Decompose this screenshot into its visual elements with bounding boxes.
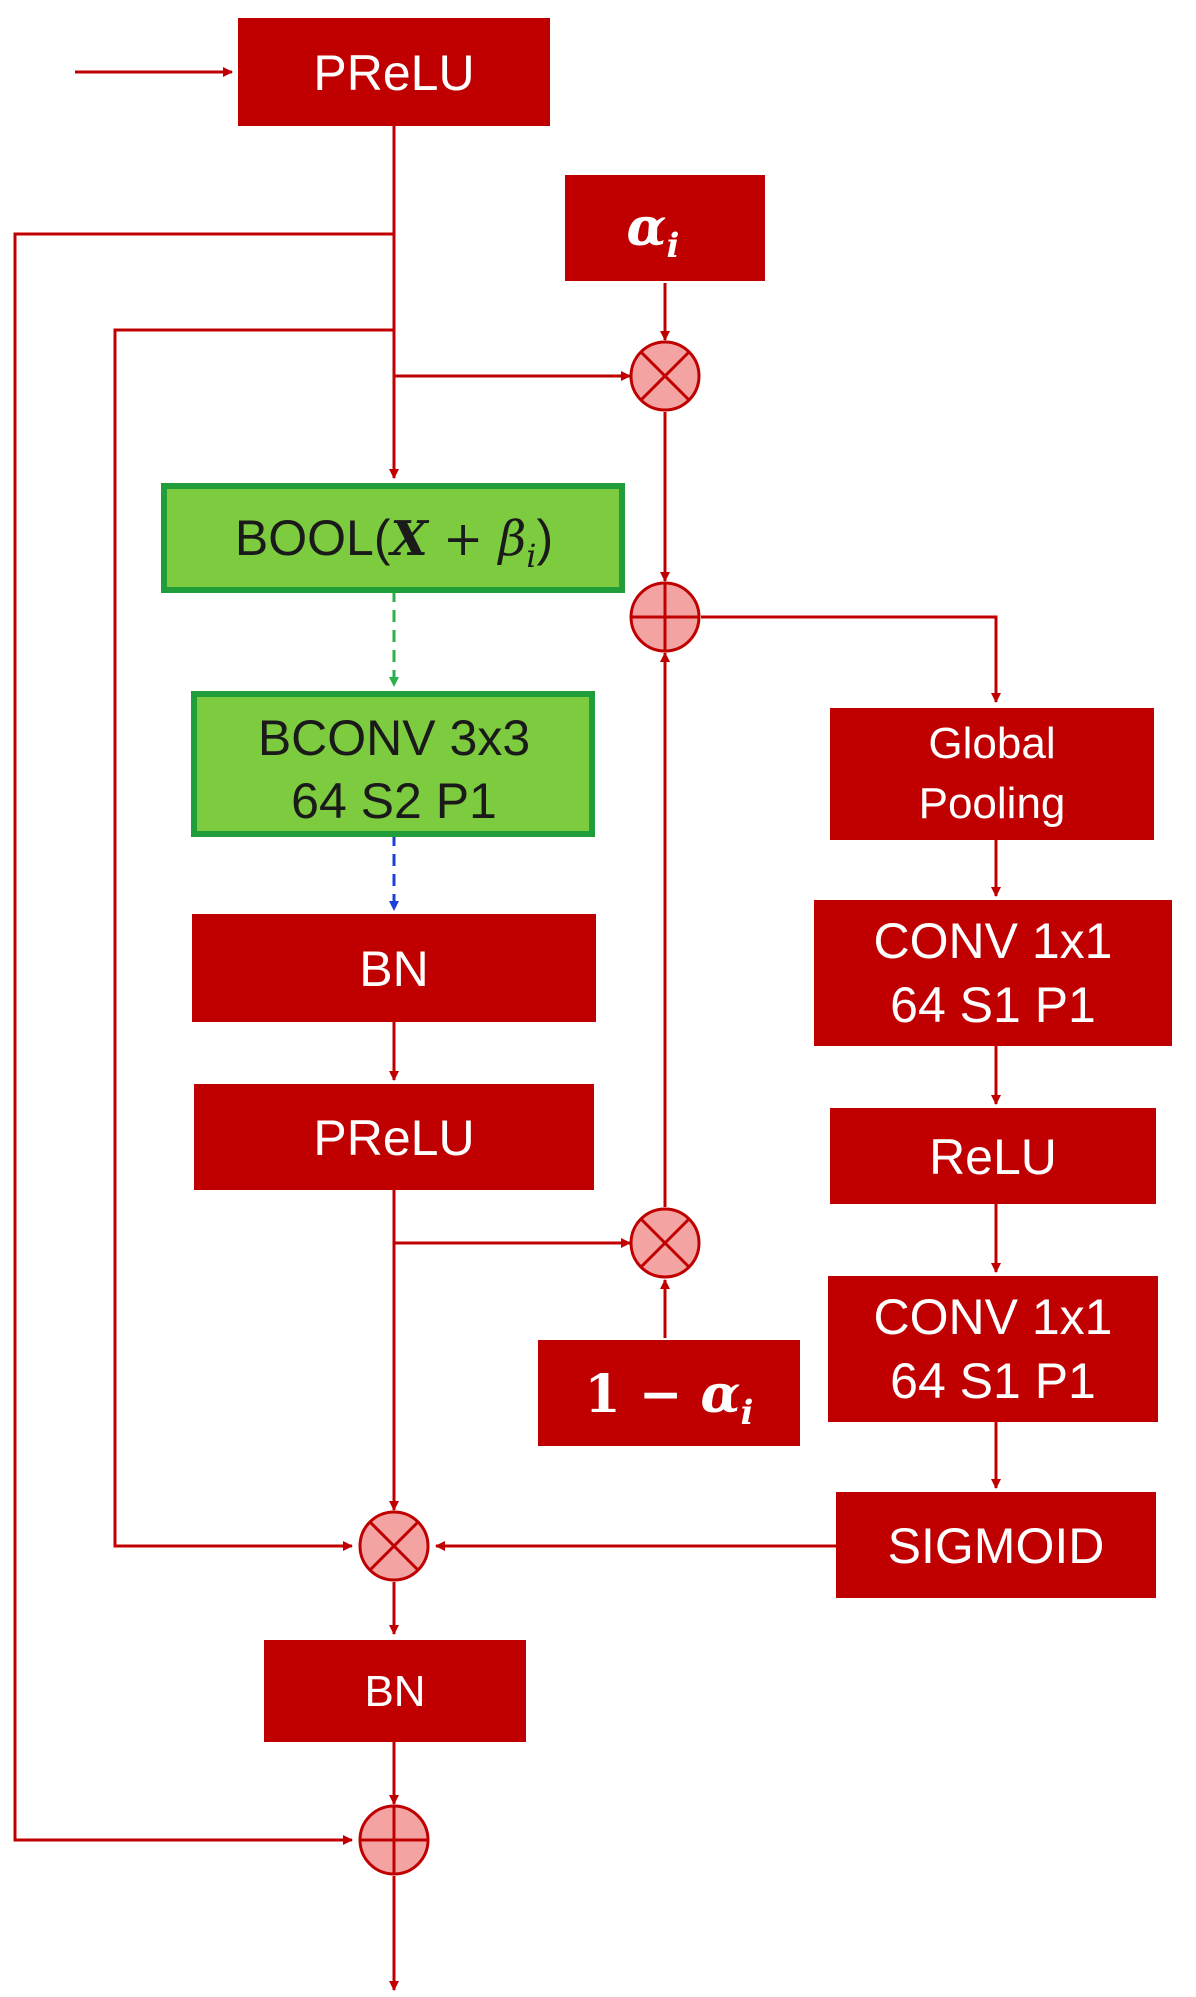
connection-lines [13, 67, 1001, 1991]
circle-plus-icon [358, 1804, 430, 1876]
circle-times-icon [629, 1207, 701, 1279]
bool-prefix: BOOL( [235, 510, 391, 566]
relu-label: ReLU [929, 1129, 1057, 1185]
conv1-line1: CONV 1x1 [874, 913, 1113, 969]
conv1-block: CONV 1x1 64 S1 P1 [814, 900, 1172, 1046]
prelu-mid-block: PReLU [194, 1084, 594, 1190]
conv1-line2: 64 S1 P1 [890, 977, 1096, 1033]
bn-mid-label: BN [359, 941, 428, 997]
conv2-line1: CONV 1x1 [874, 1289, 1113, 1345]
svg-text:αi: αi [627, 197, 680, 266]
one-minus-prefix: 1 − [585, 1364, 701, 1425]
global-pooling-line2: Pooling [919, 779, 1066, 828]
bconv-block: BCONV 3x3 64 S2 P1 [191, 691, 595, 837]
relu-block: ReLU [830, 1108, 1156, 1204]
svg-text:1 − αi: 1 − αi [585, 1364, 754, 1433]
bool-beta: β [496, 511, 526, 567]
prelu-mid-label: PReLU [313, 1110, 474, 1166]
svg-text:BOOL(X + βi): BOOL(X + βi) [235, 510, 553, 575]
circle-times-icon [629, 340, 701, 412]
bool-x: X [387, 511, 429, 567]
bool-plus: + [428, 511, 499, 567]
bool-block: BOOL(X + βi) [161, 483, 625, 593]
bn-mid-block: BN [192, 914, 596, 1022]
inner-skip-path [113, 328, 394, 1551]
conv2-line2: 64 S1 P1 [890, 1353, 1096, 1409]
global-pooling-line1: Global [928, 719, 1055, 768]
prelu-top-block: PReLU [238, 18, 550, 126]
global-pooling-block: Global Pooling [830, 708, 1154, 840]
one-minus-alpha-subscript: i [741, 1393, 754, 1433]
sigmoid-label: SIGMOID [888, 1518, 1105, 1574]
bconv-line2: 64 S2 P1 [291, 773, 497, 829]
prelu-top-label: PReLU [313, 45, 474, 101]
bconv-line1: BCONV 3x3 [258, 710, 530, 766]
bn-bottom-block: BN [264, 1640, 526, 1742]
alpha-block: αi [565, 175, 765, 281]
alpha-subscript: i [667, 226, 680, 266]
alpha-symbol: α [627, 197, 667, 258]
add-to-pooling [701, 615, 1001, 703]
one-minus-alpha-symbol: α [701, 1364, 741, 1425]
bool-subscript: i [526, 537, 536, 575]
bn-bottom-label: BN [364, 1667, 425, 1716]
circle-plus-icon [629, 581, 701, 653]
conv2-block: CONV 1x1 64 S1 P1 [828, 1276, 1158, 1422]
bool-suffix: ) [536, 510, 553, 566]
one-minus-alpha-block: 1 − αi [538, 1340, 800, 1446]
circle-times-icon [358, 1510, 430, 1582]
sigmoid-block: SIGMOID [836, 1492, 1156, 1598]
outer-skip-path [13, 232, 394, 1845]
